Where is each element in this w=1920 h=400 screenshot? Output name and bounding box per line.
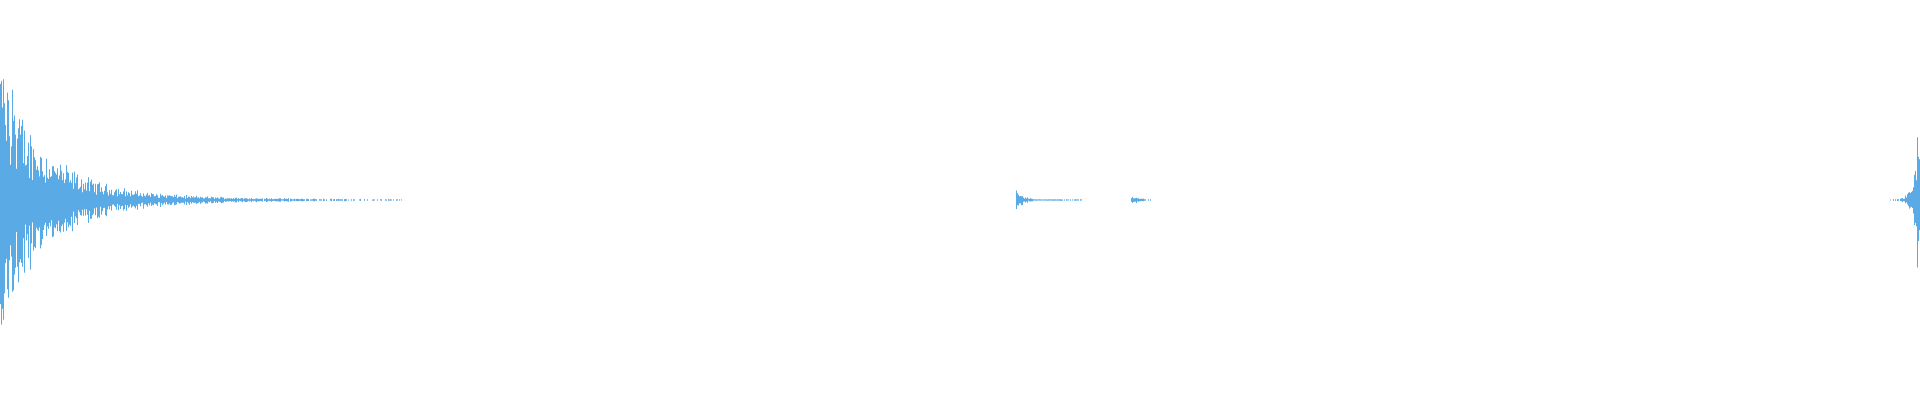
waveform-segment-middle bbox=[1016, 190, 1082, 209]
waveform-segment-middle-tail bbox=[1131, 196, 1151, 204]
waveform-segment-left bbox=[0, 79, 402, 325]
